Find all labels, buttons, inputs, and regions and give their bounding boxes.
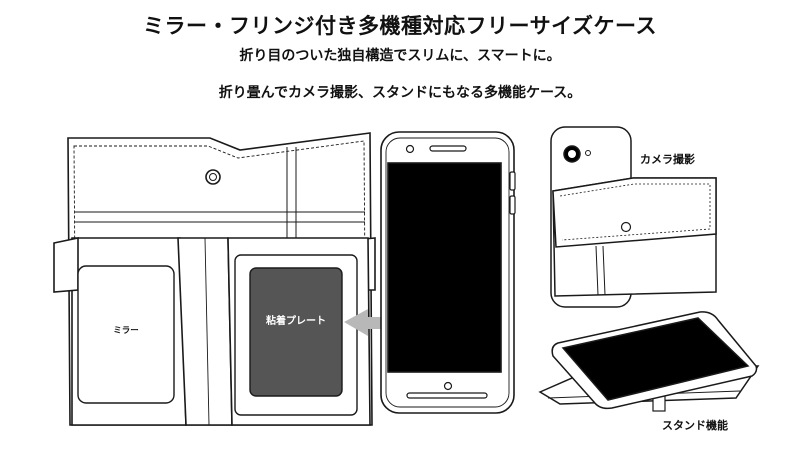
page-title: ミラー・フリンジ付き多機種対応フリーサイズケース xyxy=(143,14,657,38)
folded-case-flap xyxy=(552,177,717,248)
phone-front-illustration xyxy=(380,131,516,414)
subtitle-line-1: 折り目のついた独自構造でスリムに、スマートに。 xyxy=(239,48,561,64)
earpiece xyxy=(429,145,467,152)
case-spine xyxy=(177,237,233,426)
subtitle-line-2: 折り畳んでカメラ撮影、スタンドにもなる多機能ケース。 xyxy=(218,85,582,101)
bottom-speaker xyxy=(406,392,488,399)
open-case-illustration xyxy=(53,132,376,426)
camera-mode-illustration xyxy=(550,126,717,308)
stand-mode-illustration xyxy=(538,311,760,412)
adhesive-plate xyxy=(249,267,343,397)
mirror-frame xyxy=(77,265,175,404)
phone-screen xyxy=(387,162,502,373)
adhesive-plate-label: 粘着プレート xyxy=(266,314,326,327)
camera-snap-icon xyxy=(620,221,632,233)
left-fringe-tab xyxy=(53,237,79,293)
mirror-label: ミラー xyxy=(113,326,139,336)
stand-phone-screen xyxy=(561,317,750,401)
stand-mode-label: スタンド機能 xyxy=(662,418,728,432)
front-camera-icon xyxy=(405,144,415,154)
camera-mode-label: カメラ撮影 xyxy=(640,152,695,166)
arrow-icon xyxy=(344,309,394,336)
snap-button-icon xyxy=(205,169,221,185)
